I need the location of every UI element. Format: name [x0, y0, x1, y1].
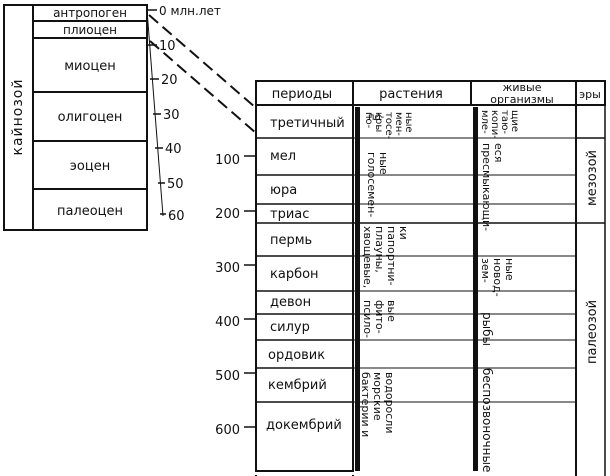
organism-label-reptiles: пресмыкающи- еся [480, 143, 505, 231]
epoch-label: эоцен [70, 159, 110, 174]
plant-label-angiosperms: по- [368, 112, 385, 123]
plant-label-line: мен- [393, 112, 404, 136]
scale-label: 0 млн.лет [159, 4, 221, 18]
cenozoic-column: кайнозой антропоген плиоцен миоцен олиго… [3, 4, 221, 231]
period-label: мел [270, 149, 296, 164]
epoch-label: олигоцен [58, 110, 123, 125]
plant-label-line: плауны, [373, 226, 386, 273]
scale-label: 50 [167, 177, 184, 192]
era-label-mesozoic: мезозой [585, 150, 600, 206]
period-label: юра [270, 183, 297, 198]
plant-label-line: тосе- [383, 112, 394, 140]
period-label: третичный [270, 116, 345, 131]
organism-label-fish: рыбы [480, 312, 494, 346]
era-label-paleozoic: палеозой [585, 300, 600, 364]
scale-label: 200 [215, 207, 240, 222]
organism-label-amphibians: зем- новод- ные [479, 258, 516, 297]
epoch-label: плиоцен [63, 23, 117, 37]
plant-label-line: псило- [361, 300, 374, 338]
organism-label-mammals: мле- копи- таю- щие [479, 110, 520, 139]
header-eras: эры [579, 88, 601, 101]
header-organisms: живые [503, 81, 542, 94]
plant-label-psilophytes: псило- фито- вые [361, 300, 398, 338]
zoom-connector-bottom [149, 40, 257, 134]
organism-label-line: мле- [479, 110, 490, 134]
plant-label-line: вые [385, 300, 398, 322]
scale-label: 40 [165, 142, 182, 157]
plant-label-line: ные [377, 152, 390, 175]
organism-label-line: ные [503, 258, 516, 281]
epoch-label: миоцен [64, 59, 116, 74]
header-periods: периоды [272, 87, 332, 102]
period-label: докембрий [266, 418, 342, 433]
periods-column [255, 104, 354, 472]
plant-label-line: ки [397, 226, 410, 240]
plant-range-bar [355, 107, 360, 471]
plant-label-line: ные [403, 112, 414, 133]
period-label: пермь [270, 233, 312, 248]
geologic-table: периоды растения живые организмы эры тре… [215, 80, 606, 476]
scale-label: 500 [215, 369, 240, 384]
period-label: ордовик [268, 348, 325, 363]
scale-label: 20 [161, 73, 178, 88]
plant-label-line: бактерии и [359, 372, 372, 437]
plant-label-line: папортни- [385, 226, 398, 286]
plant-label-gymnosperms: голосемен- ные [365, 152, 390, 217]
epoch-label: антропоген [53, 6, 127, 20]
plant-label-line: по- [363, 112, 374, 129]
scale-label: 60 [168, 209, 185, 224]
header-plants: растения [379, 87, 443, 102]
organism-label-line: щие [509, 110, 520, 132]
organism-label-line: новод- [491, 258, 504, 297]
organism-label-line: таю- [499, 110, 510, 134]
plant-label-line: по- [368, 112, 385, 123]
organism-label-line: копи- [489, 110, 500, 139]
period-label: девон [270, 295, 311, 310]
plant-label-line: голосемен- [365, 152, 378, 217]
scale-label: 30 [163, 108, 180, 123]
plant-label-angiosperms-rotated: по- кры тосе- мен- ные [363, 112, 414, 140]
organism-range-bar [473, 107, 478, 471]
header-organisms: организмы [490, 93, 553, 106]
plant-label-line: хвощевые, [361, 226, 374, 288]
plant-label-line: кры [373, 112, 384, 132]
cenozoic-era-label: кайнозой [10, 79, 26, 156]
epoch-label: палеоцен [57, 204, 123, 219]
plant-label-ferns: хвощевые, плауны, папортни- ки [361, 226, 410, 288]
table-header [255, 80, 606, 106]
scale-label: 10 [159, 39, 176, 54]
plant-label-algae: бактерии и морские водоросли [359, 372, 396, 437]
plant-label-line: фито- [373, 300, 386, 334]
organism-label-invertebrates: беспозвоночные [480, 368, 494, 472]
scale-label: 300 [215, 261, 240, 276]
organism-label-line: пресмыкающи- [480, 143, 493, 231]
period-label: кембрий [268, 378, 327, 393]
zoom-connector-top [148, 14, 257, 109]
plant-label-line: морские [371, 372, 384, 421]
organism-label-line: еся [492, 143, 505, 162]
cenozoic-epochs-box [32, 4, 148, 231]
period-label: силур [270, 320, 310, 335]
organism-label-line: зем- [479, 258, 492, 283]
period-label: карбон [270, 267, 319, 282]
plant-label-line: водоросли [383, 372, 396, 434]
scale-label: 400 [215, 315, 240, 330]
period-label: триас [270, 207, 309, 222]
scale-label: 600 [215, 423, 240, 438]
scale-label: 100 [215, 153, 240, 168]
